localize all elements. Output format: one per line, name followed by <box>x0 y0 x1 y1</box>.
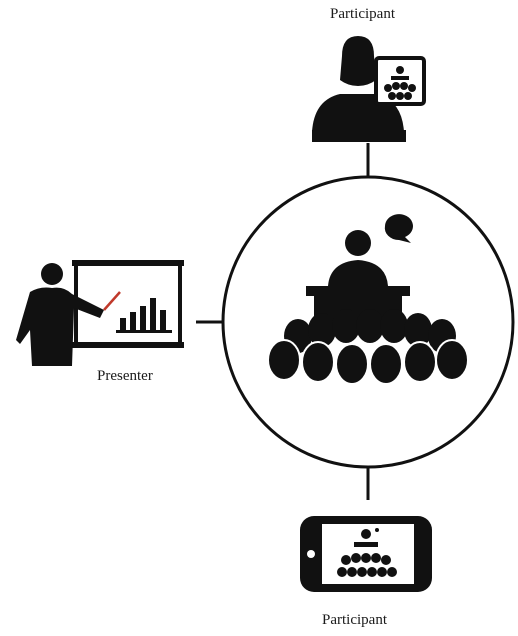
desktop-participant-icon <box>312 36 426 142</box>
smartphone-participant-icon <box>300 516 432 592</box>
presenter-label: Presenter <box>97 368 153 384</box>
bottom-participant-label: Participant <box>322 612 387 628</box>
top-participant-label: Participant <box>330 6 395 22</box>
lecture-hall-icon <box>267 214 469 385</box>
presenter-icon <box>16 260 184 366</box>
